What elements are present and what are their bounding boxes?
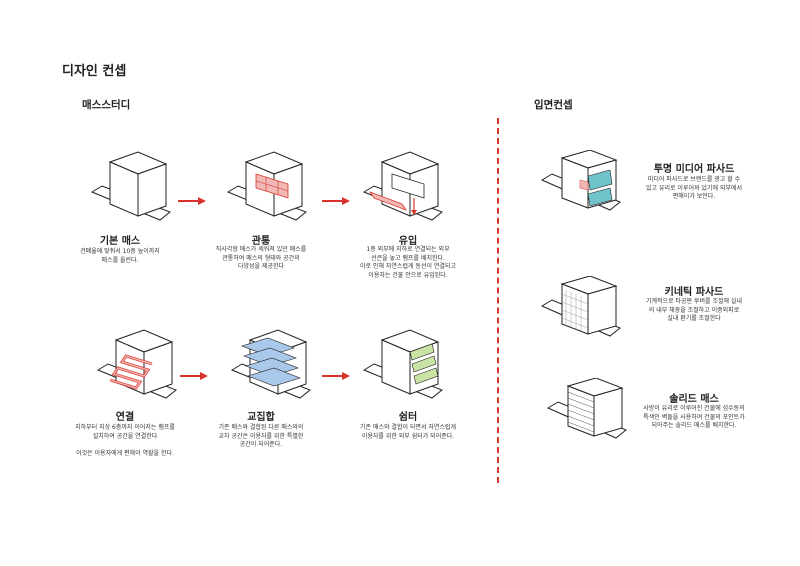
facade-concept-title: 입면컨셉 (534, 99, 573, 111)
mass-study-title: 매스스터디 (82, 99, 131, 111)
intersection-desc: 기존 매스와 결합된 다른 매스와의 교차 공간은 이용자를 위한 특별한 공간… (218, 424, 304, 448)
kinetic-facade-diagram (540, 276, 621, 337)
connection-desc: 지하부터 지상 6층까지 이어지는 램프를 설치하여 공간을 연결한다 이것은 … (75, 424, 175, 457)
solid-mass-diagram (546, 378, 627, 439)
media-facade-desc: 미디어 파사드로 브랜드를 광고 할 수 있고 유리로 이루어져 있기에 외부에… (646, 176, 742, 200)
page-title: 디자인 컨셉 (62, 64, 127, 79)
arrow-4 (322, 372, 350, 380)
shelter-diagram (362, 329, 443, 399)
arrow-3 (180, 372, 208, 380)
intersection-diagram (230, 329, 311, 399)
section-divider (497, 118, 499, 483)
inflow-desc: 1층 외부에 지하로 연결되는 외부 선큰을 놓고 램프를 배치한다. 이로 인… (360, 246, 456, 279)
kinetic-facade-title: 키네틱 파사드 (664, 287, 724, 298)
solid-mass-desc: 사방이 유리로 이루어진 건물에 섬수동의 특색인 벽돌을 사용하여 건물의 포… (643, 405, 745, 429)
penetration-desc: 직사각형 매스가 세워져 있던 매스를 관통하여 매스의 형태와 공간의 다양성… (215, 246, 307, 270)
shelter-desc: 기존 매스와 결합이 되면서 자연스럽게 이용자를 위한 외부 쉼터가 되어준다… (360, 424, 456, 440)
inflow-title: 유입 (398, 236, 418, 247)
arrow-1 (178, 197, 206, 205)
basic-mass-desc: 건폐율에 맞춰서 10층 높이까지 매스를 올린다. (80, 248, 160, 264)
connection-diagram (96, 329, 177, 399)
penetration-diagram (226, 151, 307, 221)
penetration-title: 관통 (251, 236, 271, 247)
intersection-title: 교집합 (247, 412, 275, 423)
connection-title: 연결 (115, 412, 135, 423)
media-facade-diagram (540, 150, 621, 211)
kinetic-facade-desc: 기계적으로 타공판 루버를 조절해 실내 의 내부 채광을 조절하고 이중외피로… (646, 298, 742, 322)
basic-mass-diagram (90, 151, 171, 221)
solid-mass-title: 솔리드 매스 (669, 394, 719, 405)
arrow-2 (322, 197, 350, 205)
inflow-diagram (362, 151, 443, 221)
basic-mass-title: 기본 매스 (99, 236, 141, 247)
media-facade-title: 투명 미디어 파사드 (653, 164, 735, 175)
shelter-title: 쉼터 (398, 412, 418, 423)
